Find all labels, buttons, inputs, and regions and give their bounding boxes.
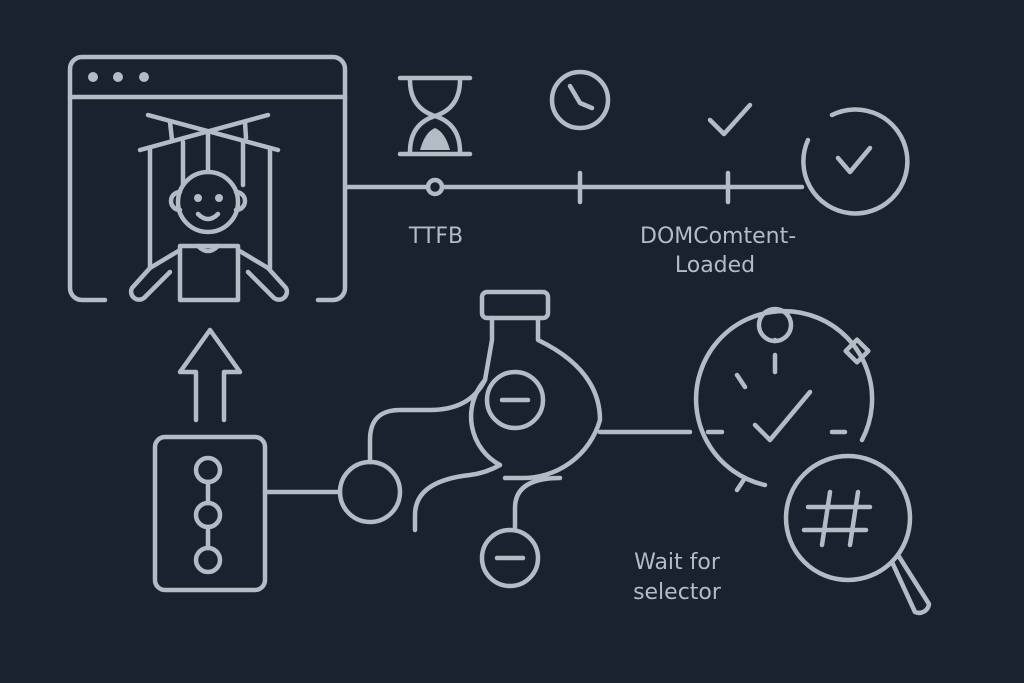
search-selector-icon bbox=[783, 453, 932, 616]
clock-icon bbox=[549, 69, 611, 131]
stopwatch-icon bbox=[693, 306, 875, 493]
puppet-icon bbox=[128, 112, 290, 303]
start-node-icon bbox=[337, 459, 403, 525]
flow-flask-icon bbox=[412, 289, 603, 533]
step-list-icon bbox=[152, 434, 268, 593]
check-circle-icon bbox=[801, 107, 910, 216]
browser-window-icon bbox=[67, 54, 348, 303]
dom-content-loaded-label-line1: DOMComtent- bbox=[640, 224, 797, 249]
minus-node-icon bbox=[479, 527, 541, 589]
ttfb-node-icon bbox=[425, 177, 445, 197]
wait-for-selector-label-line2: selector bbox=[633, 580, 721, 605]
hourglass-icon bbox=[397, 75, 473, 157]
timeline bbox=[342, 170, 805, 205]
check-icon bbox=[707, 102, 753, 137]
up-arrow-icon bbox=[177, 327, 243, 423]
wait-for-selector-label-line1: Wait for bbox=[634, 550, 720, 575]
ttfb-label: TTFB bbox=[408, 224, 464, 249]
dom-content-loaded-label-line2: Loaded bbox=[674, 253, 756, 278]
